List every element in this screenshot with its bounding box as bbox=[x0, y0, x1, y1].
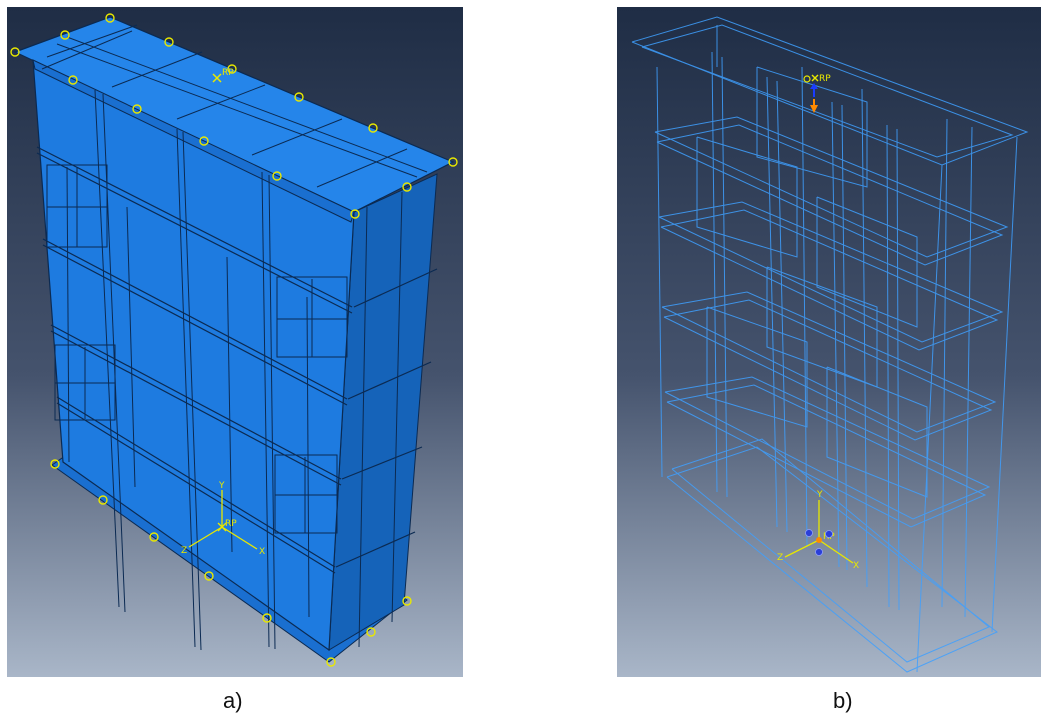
triad-y-label: Y bbox=[816, 490, 823, 500]
viewport-wireframe-model: RP Y X Z RP bbox=[617, 7, 1041, 677]
triad-y-label: Y bbox=[218, 481, 225, 491]
rp-label-bottom: RP bbox=[225, 519, 237, 529]
top-reference-point: RP bbox=[803, 74, 831, 113]
rotation-arrow-icon bbox=[810, 83, 818, 89]
top-slab-grid bbox=[41, 24, 428, 188]
triad-z-label: Z bbox=[777, 553, 783, 563]
wireframe-edges bbox=[631, 16, 1029, 673]
caption-b: b) bbox=[833, 688, 853, 713]
triad-z-label: Z bbox=[181, 546, 187, 556]
solid-model-render: RP Y X Z RP bbox=[7, 7, 463, 677]
caption-a: a) bbox=[223, 688, 243, 713]
window-partitions bbox=[46, 164, 348, 534]
wireframe-render: RP Y X Z RP bbox=[617, 7, 1041, 677]
rp-label-top: RP bbox=[819, 74, 831, 84]
constraint-markers bbox=[805, 529, 833, 556]
floor-lines bbox=[36, 146, 438, 574]
triad-x-label: X bbox=[259, 547, 265, 557]
rp-label-top: RP bbox=[222, 68, 234, 78]
top-slab-edge bbox=[32, 59, 355, 223]
coordinate-triad: Y X Z RP bbox=[181, 481, 265, 557]
top-reference-point: RP bbox=[212, 68, 234, 83]
viewport-solid-model: RP Y X Z RP bbox=[7, 7, 463, 677]
triad-x-label: X bbox=[853, 561, 859, 571]
load-arrow-icon bbox=[810, 105, 818, 113]
boundary-markers bbox=[10, 13, 458, 667]
viewport-background bbox=[617, 7, 1041, 677]
